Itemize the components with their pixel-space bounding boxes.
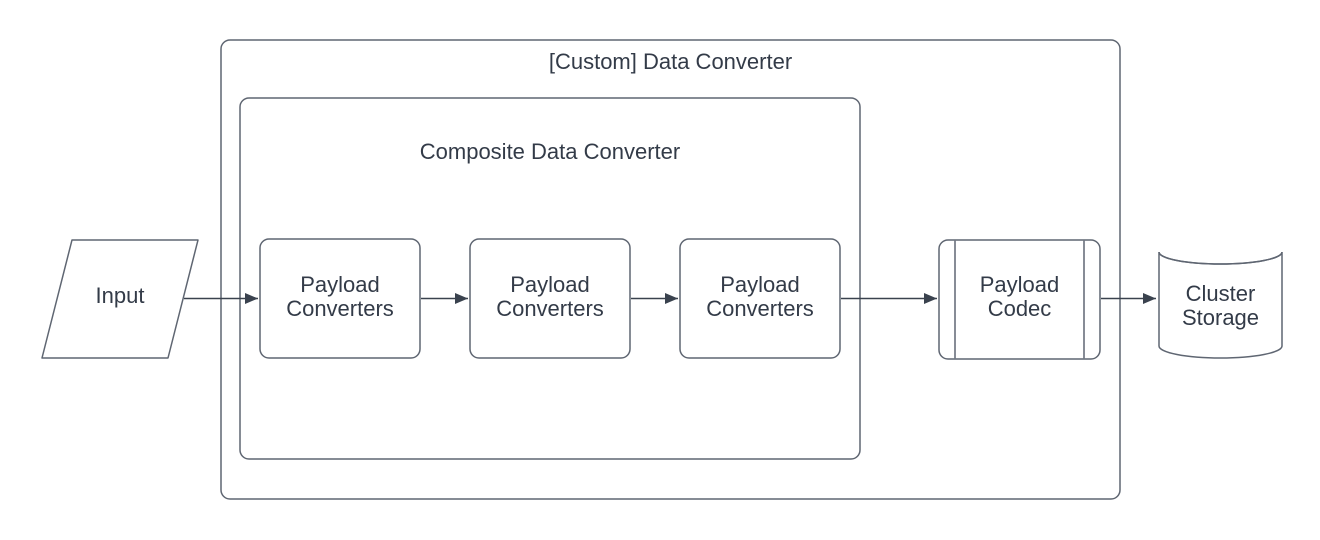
payload-converters-shape-2 — [469, 238, 631, 359]
cluster-storage-top-ellipse — [1158, 251, 1283, 265]
input-shape — [41, 239, 199, 359]
payload-codec-outline — [938, 239, 1101, 360]
payload-converters-shape-1 — [259, 238, 421, 359]
cluster-storage-body — [1158, 251, 1283, 359]
payload-converters-shape-3 — [679, 238, 841, 359]
cluster-storage-shape — [1158, 251, 1283, 359]
payload-codec-shape — [938, 239, 1101, 360]
